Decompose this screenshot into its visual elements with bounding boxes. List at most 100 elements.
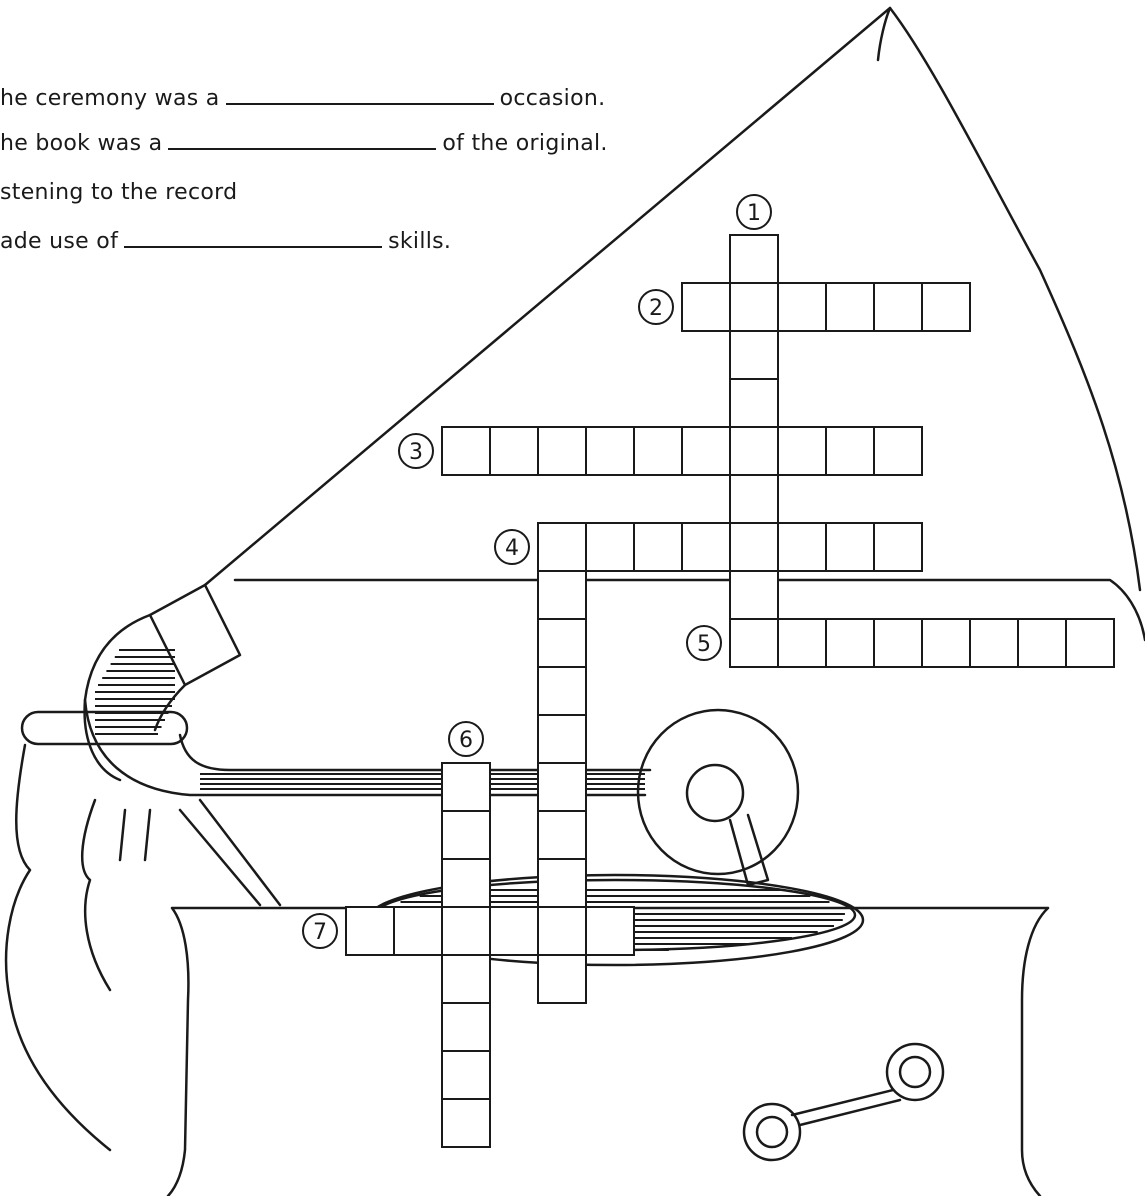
crank-knob-bottom	[742, 1102, 802, 1162]
crossword-cell[interactable]	[585, 906, 635, 956]
clue-number-label: 5	[697, 632, 711, 657]
crossword-cell[interactable]	[537, 954, 587, 1004]
crossword-cell[interactable]	[729, 570, 779, 620]
clue-number-3: 3	[398, 433, 434, 469]
crossword-cell[interactable]	[729, 474, 779, 524]
horn-collar	[148, 583, 242, 687]
clue-line-3: stening to the record	[0, 180, 237, 205]
crossword-cell[interactable]	[441, 810, 491, 860]
clue-number-6: 6	[448, 721, 484, 757]
clue-line-3-text: stening to the record	[0, 180, 238, 205]
crossword-cell[interactable]	[537, 810, 587, 860]
crossword-cell[interactable]	[537, 858, 587, 908]
sound-box	[636, 708, 800, 876]
crossword-cell[interactable]	[777, 618, 827, 668]
crossword-cell[interactable]	[729, 330, 779, 380]
clue-number-label: 6	[459, 728, 473, 753]
clue-number-7: 7	[302, 913, 338, 949]
crossword-cell[interactable]	[729, 282, 779, 332]
crossword-cell[interactable]	[921, 618, 971, 668]
crossword-cell[interactable]	[1017, 618, 1067, 668]
crossword-cell[interactable]	[873, 618, 923, 668]
clue-number-circle	[686, 625, 722, 661]
clue-number-circle	[736, 194, 772, 230]
clue-number-5: 5	[686, 625, 722, 661]
crossword-cell[interactable]	[489, 906, 539, 956]
clue-line-4-start: ade use of	[0, 229, 119, 254]
clue-number-circle	[494, 529, 530, 565]
crossword-cell[interactable]	[825, 282, 875, 332]
crossword-cell[interactable]	[681, 426, 731, 476]
crossword-cell[interactable]	[729, 234, 779, 284]
crossword-cell[interactable]	[537, 426, 587, 476]
answer-blank-4[interactable]	[124, 228, 383, 248]
clue-line-4: ade use of skills.	[0, 228, 451, 254]
crossword-cell[interactable]	[969, 618, 1019, 668]
clue-number-circle	[638, 289, 674, 325]
crossword-cell[interactable]	[585, 522, 635, 572]
crossword-cell[interactable]	[441, 1098, 491, 1148]
clue-number-1: 1	[736, 194, 772, 230]
crossword-cell[interactable]	[393, 906, 443, 956]
crossword-cell[interactable]	[441, 1050, 491, 1100]
crossword-cell[interactable]	[633, 426, 683, 476]
crossword-cell[interactable]	[825, 522, 875, 572]
clue-number-circle	[398, 433, 434, 469]
answer-blank-1[interactable]	[225, 85, 494, 105]
crossword-cell[interactable]	[1065, 618, 1115, 668]
crossword-cell[interactable]	[441, 858, 491, 908]
crossword-cell[interactable]	[441, 1002, 491, 1052]
crossword-cell[interactable]	[585, 426, 635, 476]
crossword-cell[interactable]	[921, 282, 971, 332]
clue-number-label: 7	[313, 920, 327, 945]
crossword-cell[interactable]	[825, 426, 875, 476]
crossword-cell[interactable]	[873, 426, 923, 476]
clue-line-2: he book was a of the original.	[0, 130, 608, 156]
crossword-cell[interactable]	[729, 522, 779, 572]
clue-line-1-end: occasion.	[499, 86, 606, 111]
crossword-cell[interactable]	[537, 618, 587, 668]
crossword-cell[interactable]	[777, 522, 827, 572]
clue-line-1: he ceremony was a occasion.	[0, 85, 605, 111]
clue-line-1-start: he ceremony was a	[0, 86, 220, 111]
crossword-cell[interactable]	[729, 378, 779, 428]
crossword-cell[interactable]	[729, 618, 779, 668]
crossword-cell[interactable]	[873, 282, 923, 332]
crossword-cell[interactable]	[441, 762, 491, 812]
crossword-cell[interactable]	[537, 570, 587, 620]
crossword-cell[interactable]	[537, 522, 587, 572]
answer-blank-2[interactable]	[168, 130, 437, 150]
crank-knob-top	[885, 1042, 945, 1102]
crossword-cell[interactable]	[441, 906, 491, 956]
crossword-cell[interactable]	[681, 522, 731, 572]
clue-number-label: 2	[649, 296, 663, 321]
clue-number-4: 4	[494, 529, 530, 565]
clue-number-2: 2	[638, 289, 674, 325]
crossword-cell[interactable]	[681, 282, 731, 332]
clue-number-label: 1	[747, 201, 761, 226]
clue-number-label: 4	[505, 536, 519, 561]
clue-number-circle	[448, 721, 484, 757]
horn-outline	[203, 6, 1142, 592]
crossword-cell[interactable]	[777, 282, 827, 332]
crossword-cell[interactable]	[537, 906, 587, 956]
crossword-cell[interactable]	[873, 522, 923, 572]
clue-line-4-end: skills.	[388, 229, 452, 254]
crossword-cell[interactable]	[441, 426, 491, 476]
crossword-cell[interactable]	[825, 618, 875, 668]
crossword-cell[interactable]	[537, 666, 587, 716]
clue-line-2-end: of the original.	[442, 131, 608, 156]
crossword-cell[interactable]	[729, 426, 779, 476]
crossword-cell[interactable]	[633, 522, 683, 572]
crossword-cell[interactable]	[345, 906, 395, 956]
crossword-cell[interactable]	[489, 426, 539, 476]
crossword-cell[interactable]	[441, 954, 491, 1004]
crossword-cell[interactable]	[777, 426, 827, 476]
crossword-cell[interactable]	[537, 714, 587, 764]
clue-line-2-start: he book was a	[0, 131, 163, 156]
clue-number-label: 3	[409, 440, 423, 465]
clue-number-circle	[302, 913, 338, 949]
crossword-cell[interactable]	[537, 762, 587, 812]
